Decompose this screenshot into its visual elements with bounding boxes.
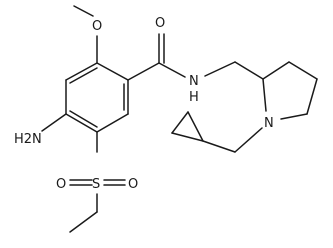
atom-labels: O O N H N H2N S O O [14, 16, 274, 192]
amide-hydrogen-label: H [189, 90, 199, 105]
amide-nitrogen-label: N [189, 74, 199, 89]
carbonyl-oxygen-label: O [155, 16, 165, 31]
amino-group-label: H2N [14, 132, 42, 147]
methoxy-oxygen-label: O [92, 19, 102, 34]
bond-lines [41, 5, 318, 233]
sulfonyl-oxygen-right-label: O [128, 177, 138, 192]
ring-nitrogen-label: N [264, 116, 274, 131]
sulfur-label: S [92, 177, 100, 192]
sulfonyl-oxygen-left-label: O [56, 177, 66, 192]
